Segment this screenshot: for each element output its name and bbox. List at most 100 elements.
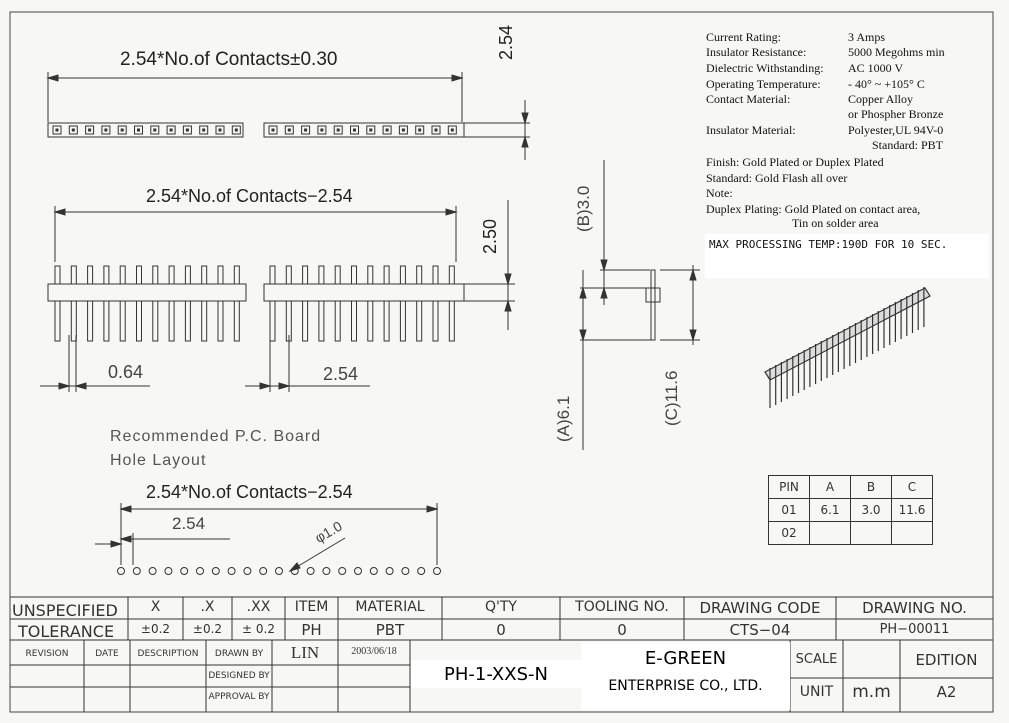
contact-square xyxy=(117,125,127,135)
pcb-hole xyxy=(132,567,141,575)
dim-a: (A)6.1 xyxy=(554,395,573,442)
pin-upper xyxy=(201,265,208,285)
contact-dot xyxy=(120,128,124,132)
unspecified-label: UNSPECIFIED xyxy=(12,601,118,620)
contact-square xyxy=(382,125,392,135)
contact-dot xyxy=(185,128,189,132)
pin-upper xyxy=(432,265,439,285)
tooling-header: TOOLING NO. xyxy=(575,599,669,615)
top-height-dim: 2.54 xyxy=(496,24,516,60)
drawing-no-value: PH−00011 xyxy=(879,622,950,637)
pin-lower xyxy=(54,300,61,342)
pin-lower xyxy=(367,300,374,342)
contact-square xyxy=(215,125,225,135)
contact-dot xyxy=(304,128,308,132)
contact-square xyxy=(68,125,78,135)
pin-lower xyxy=(399,300,406,342)
part-number: PH-1-XXS-N xyxy=(444,664,548,685)
pin-lower xyxy=(152,300,159,342)
pin-upper xyxy=(416,265,423,285)
pin-upper xyxy=(87,265,94,285)
scale-label: SCALE xyxy=(795,652,838,667)
contact-square xyxy=(415,125,425,135)
col-x1: .X xyxy=(200,599,215,615)
tol-x1: ±0.2 xyxy=(192,622,223,636)
pin-upper xyxy=(70,265,77,285)
table-cell: 3.0 xyxy=(850,498,892,522)
finish-line: Standard: Gold Flash all over xyxy=(706,171,848,185)
hole-pitch-dim: 2.54 xyxy=(172,514,206,533)
pin-lower xyxy=(334,300,341,342)
contact-square xyxy=(366,125,376,135)
pin-lower xyxy=(448,300,455,342)
pin-table: PIN A B C 01 6.1 3.0 11.6 02 xyxy=(768,475,933,545)
col-x: X xyxy=(150,599,161,615)
pin-upper xyxy=(233,265,240,285)
pin-lower xyxy=(351,300,357,342)
pin-upper xyxy=(351,265,357,285)
item-value: PH xyxy=(301,621,322,639)
pcb-hole xyxy=(196,567,204,575)
edition-label: EDITION xyxy=(915,651,978,669)
pcb-hole xyxy=(290,567,299,575)
contact-square xyxy=(333,125,343,135)
pcb-hole xyxy=(417,567,426,575)
pin-upper xyxy=(54,265,61,285)
table-row: PIN A B C xyxy=(768,475,933,499)
drawing-code-header: DRAWING CODE xyxy=(699,599,821,617)
pin-lower xyxy=(217,300,224,342)
pin-upper xyxy=(302,265,309,285)
contact-dot xyxy=(336,128,340,132)
pin-lower xyxy=(416,300,423,342)
pcb-hole xyxy=(227,567,236,575)
tol-x2: ± 0.2 xyxy=(242,622,275,636)
contact-dot xyxy=(55,128,59,132)
contact-dot xyxy=(153,128,157,132)
table-row: 02 xyxy=(768,521,933,545)
contact-square xyxy=(199,125,209,135)
contact-square xyxy=(284,125,294,135)
pin-upper xyxy=(119,265,126,285)
pin-upper xyxy=(367,265,374,285)
table-cell: 01 xyxy=(768,498,810,522)
company-name: E-GREEN xyxy=(644,648,727,669)
description-label: DESCRIPTION xyxy=(137,649,199,659)
contact-square xyxy=(101,125,111,135)
pcb-hole xyxy=(385,567,394,575)
material-header: MATERIAL xyxy=(355,599,425,615)
pin-lower xyxy=(383,300,390,342)
pin-lower xyxy=(87,300,94,342)
contact-dot xyxy=(202,128,206,132)
contact-square xyxy=(317,125,327,135)
pin-upper xyxy=(168,265,175,285)
mid-height-dim: 2.50 xyxy=(480,218,500,254)
drawn-name: LIN xyxy=(290,643,320,662)
max-temp-note: MAX PROCESSING TEMP:190D FOR 10 SEC. xyxy=(709,238,948,251)
hole-row xyxy=(117,567,441,575)
qty-header: Q'TY xyxy=(485,599,517,615)
pcb-hole xyxy=(354,567,362,575)
contact-square xyxy=(134,125,143,135)
spec-value: Polyester,UL 94V-0 xyxy=(848,123,944,137)
tol-x: ±0.2 xyxy=(140,622,171,636)
hole-length-dim: 2.54*No.of Contacts−2.54 xyxy=(146,482,353,502)
contact-square xyxy=(182,125,192,135)
table-row: 01 6.1 3.0 11.6 xyxy=(768,498,933,522)
contact-square xyxy=(268,125,278,135)
contact-dot xyxy=(385,128,389,132)
tolerance-label: TOLERANCE xyxy=(18,622,115,641)
pin-width-dim: 0.64 xyxy=(108,362,144,382)
contact-square xyxy=(447,125,457,135)
spec-label: Insulator Resistance: xyxy=(706,45,807,59)
top-view xyxy=(46,72,530,160)
dim-c: (C)11.6 xyxy=(662,370,681,426)
pin-upper xyxy=(318,265,325,285)
pin-lower xyxy=(168,300,175,342)
spec-value: or Phospher Bronze xyxy=(848,107,944,121)
pin-upper xyxy=(217,265,224,285)
pin-lower xyxy=(136,300,142,342)
contact-square xyxy=(350,125,359,135)
pin-lower xyxy=(103,300,110,342)
pcb-hole xyxy=(369,567,378,575)
qty-value: 0 xyxy=(496,621,506,639)
